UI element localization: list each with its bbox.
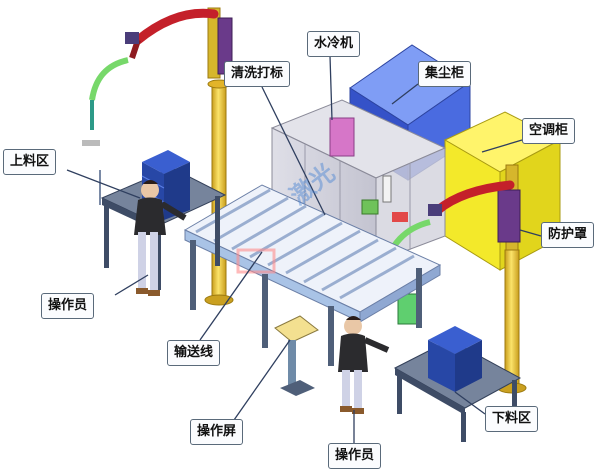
operator-figure-bottom (338, 316, 390, 414)
label-conveyor: 输送线 (167, 340, 221, 366)
label-operator-left: 操作员 (41, 293, 95, 319)
label-ac-cabinet: 空调柜 (522, 118, 576, 144)
water-cooler-unit (329, 117, 355, 157)
robot-arm-left (82, 8, 219, 146)
touch-screen (274, 315, 319, 396)
gantry-pillar-right (497, 164, 527, 394)
loading-bench (99, 150, 227, 290)
label-guard-cover: 防护罩 (541, 222, 595, 248)
label-water-cooler: 水冷机 (307, 31, 361, 57)
leader-lines (66, 55, 542, 443)
label-loading-area: 上料区 (3, 149, 57, 175)
tote-stack-right (428, 326, 482, 392)
unloading-bench (393, 326, 522, 442)
label-operator-screen: 操作屏 (190, 419, 244, 445)
label-unloading-area: 下料区 (485, 406, 539, 432)
label-clean-mark: 清洗打标 (224, 61, 291, 87)
label-operator-bottom: 操作员 (328, 443, 382, 469)
conveyor (183, 184, 442, 366)
label-dust-cabinet: 集尘柜 (418, 61, 472, 87)
operator-figure-left (134, 180, 187, 296)
